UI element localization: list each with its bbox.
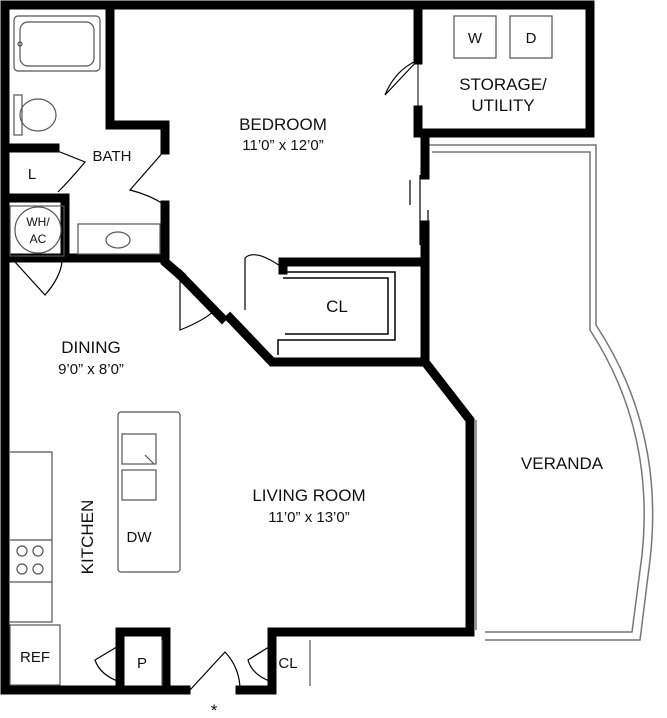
living-room-label: LIVING ROOM	[252, 486, 365, 505]
bedroom-label: BEDROOM	[239, 115, 327, 134]
pantry-label: P	[137, 655, 147, 672]
storage-label: STORAGE/	[459, 75, 547, 94]
entry-mark: *	[211, 701, 218, 718]
washer-label: W	[468, 30, 483, 47]
wh-label: WH/	[26, 215, 50, 229]
veranda-label: VERANDA	[521, 454, 604, 473]
toilet-tank	[13, 94, 23, 136]
dining-dims: 9’0” x 8’0”	[58, 361, 124, 378]
washer	[453, 15, 497, 59]
closet-shelf	[277, 271, 396, 355]
refrigerator-label: REF	[20, 649, 50, 666]
walls	[0, 0, 595, 695]
ac-label: AC	[30, 232, 47, 246]
water-heater	[14, 206, 62, 254]
living-room-dims: 11’0” x 13’0”	[268, 509, 349, 526]
fixtures	[9, 15, 553, 686]
bathtub	[13, 15, 101, 72]
burner	[16, 545, 28, 557]
entry-closet-label: CL	[278, 655, 297, 672]
dryer	[509, 15, 553, 59]
bath-label: BATH	[93, 148, 132, 165]
kitchen-counter	[10, 451, 53, 623]
toilet-bowl	[19, 98, 57, 132]
dishwasher-label: DW	[127, 529, 153, 546]
labels: BEDROOM 11’0” x 12’0” STORAGE/ UTILITY W…	[20, 30, 604, 718]
refrigerator	[9, 624, 61, 686]
kitchen-label: KITCHEN	[78, 500, 97, 575]
sink	[105, 231, 131, 249]
exterior-wall	[0, 0, 595, 138]
linen-label: L	[28, 166, 36, 183]
doors	[14, 59, 429, 691]
dining-label: DINING	[61, 338, 121, 357]
veranda-outline	[425, 144, 654, 641]
kitchen-island	[117, 411, 181, 573]
bedroom-closet-label: CL	[326, 297, 348, 316]
dryer-label: D	[526, 30, 537, 47]
bedroom-dims: 11’0” x 12’0”	[242, 137, 323, 154]
utility-label: UTILITY	[471, 96, 534, 115]
vanity	[77, 223, 161, 255]
